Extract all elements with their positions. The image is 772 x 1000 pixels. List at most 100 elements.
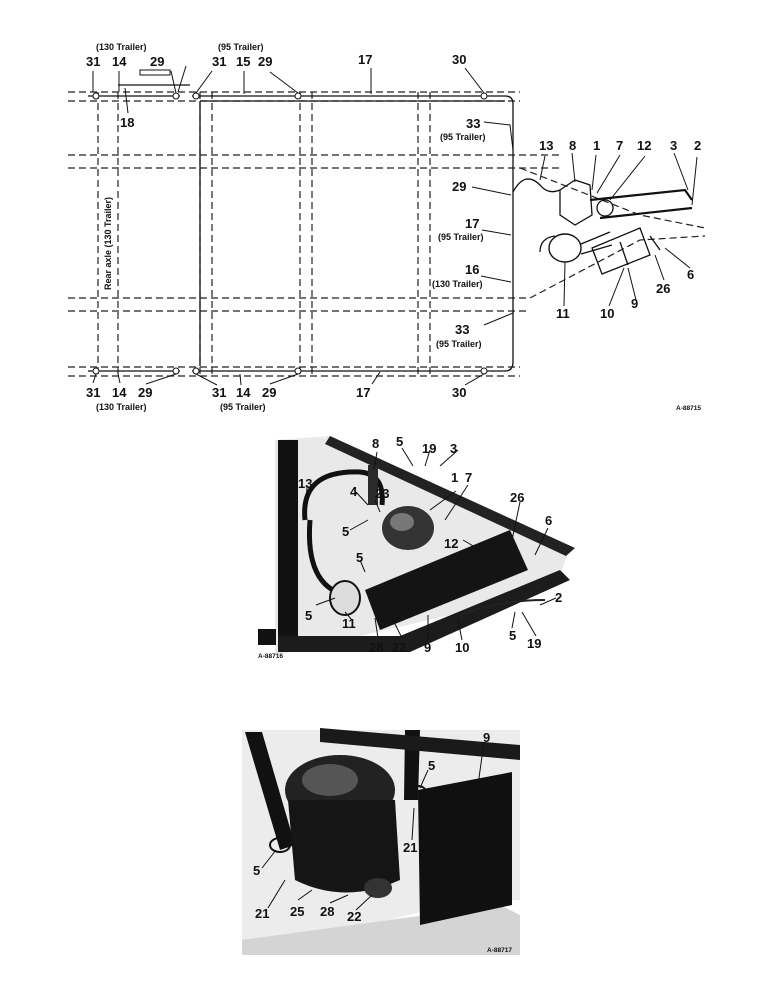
brake-line-inner xyxy=(199,100,505,366)
callout-19: 19 xyxy=(527,636,541,651)
callout-29: 29 xyxy=(138,385,152,400)
callout-5: 5 xyxy=(356,550,363,565)
hose-13 xyxy=(512,178,561,193)
figure-1-frame-plan: (130 Trailer) (95 Trailer) 31 14 29 31 1… xyxy=(68,42,706,412)
callout-12: 12 xyxy=(637,138,651,153)
relay-valve-highlight xyxy=(390,513,414,531)
callout-21: 21 xyxy=(403,840,417,855)
callout-16: 16 xyxy=(465,262,479,277)
callout-15: 15 xyxy=(236,54,250,69)
callout-28: 28 xyxy=(369,640,383,655)
frame-bottom-rail xyxy=(68,366,520,377)
cylinder-9 xyxy=(591,227,651,275)
callout-26: 26 xyxy=(510,490,524,505)
callout-5: 5 xyxy=(253,863,260,878)
item-18-bar xyxy=(139,69,171,76)
figure-2-photo: 8 5 19 3 13 1 7 4 23 5 26 6 12 5 5 11 9 … xyxy=(258,434,575,660)
callout-5: 5 xyxy=(305,608,312,623)
fitting xyxy=(192,92,200,100)
figure-2-leaders xyxy=(305,447,557,641)
callout-7: 7 xyxy=(465,470,472,485)
figure-code: A-88717 xyxy=(487,947,512,954)
bracket-8 xyxy=(368,465,378,505)
clamp-26 xyxy=(649,235,661,251)
callout-30: 30 xyxy=(452,385,466,400)
reservoir-12 xyxy=(596,199,614,217)
callout-29: 29 xyxy=(150,54,164,69)
callout-30: 30 xyxy=(452,52,466,67)
callout-33-sub: (95 Trailer) xyxy=(436,339,482,349)
chamber-lines xyxy=(539,231,613,255)
callout-26: 26 xyxy=(656,281,670,296)
callout-33-sub: (95 Trailer) xyxy=(440,132,486,142)
figure-1-leaders xyxy=(92,65,698,386)
callout-21: 21 xyxy=(255,906,269,921)
photo-corner-block xyxy=(258,629,276,645)
fitting xyxy=(480,367,488,375)
callout-6: 6 xyxy=(545,513,552,528)
callout-5: 5 xyxy=(428,758,435,773)
callout-12: 12 xyxy=(444,536,458,551)
callout-29: 29 xyxy=(262,385,276,400)
frame-vertical-members xyxy=(97,92,431,376)
line-2-photo xyxy=(459,599,546,616)
cylinder-9-photo xyxy=(365,530,528,630)
callout-7: 7 xyxy=(616,138,623,153)
callout-23: 23 xyxy=(375,486,389,501)
brake-line xyxy=(192,95,514,372)
callout-5: 5 xyxy=(509,628,516,643)
callout-29: 29 xyxy=(258,54,272,69)
callout-14: 14 xyxy=(112,385,127,400)
callout-11: 11 xyxy=(342,616,356,631)
hose-left xyxy=(245,732,295,850)
callout-17: 17 xyxy=(465,216,479,231)
axle-label: Rear axle (130 Trailer) xyxy=(103,197,113,290)
fittings xyxy=(92,92,488,375)
fitting-22 xyxy=(364,878,392,898)
callout-4: 4 xyxy=(350,484,358,499)
callout-2: 2 xyxy=(694,138,701,153)
frame-cross-upper xyxy=(68,154,560,169)
brake-chamber-11 xyxy=(548,233,582,263)
callout-3: 3 xyxy=(670,138,677,153)
callout-5: 5 xyxy=(396,434,403,449)
fitting xyxy=(294,92,302,100)
callout-9: 9 xyxy=(424,640,431,655)
callout-17-sub: (95 Trailer) xyxy=(438,232,484,242)
frame-channel-horizontal xyxy=(278,570,570,652)
drawbar xyxy=(519,167,706,299)
callout-95-top: (95 Trailer) xyxy=(218,42,264,52)
cylinder-9-photo xyxy=(418,772,512,925)
figure-3-photo: 9 5 21 5 21 25 28 22 A-88717 xyxy=(242,728,520,955)
callout-11: 11 xyxy=(556,306,570,321)
hose-13-photo xyxy=(302,469,385,521)
callout-31: 31 xyxy=(212,385,226,400)
fitting xyxy=(92,367,100,375)
fitting xyxy=(92,92,100,100)
callout-9: 9 xyxy=(631,296,638,311)
callout-31: 31 xyxy=(86,54,100,69)
callout-130-bottom: (130 Trailer) xyxy=(96,402,147,412)
callout-13: 13 xyxy=(539,138,553,153)
figure-code: A-88716 xyxy=(258,653,283,660)
callout-33: 33 xyxy=(455,322,469,337)
air-line-3 xyxy=(589,188,693,202)
chamber-body xyxy=(288,800,400,893)
callout-22: 22 xyxy=(392,640,406,655)
callout-13: 13 xyxy=(298,476,312,491)
callout-8: 8 xyxy=(569,138,576,153)
callout-6: 6 xyxy=(687,267,694,282)
fitting xyxy=(192,367,200,375)
frame-channel-vertical xyxy=(278,440,298,650)
clamp-5b xyxy=(409,785,427,799)
chamber-highlight xyxy=(302,764,358,796)
callout-18: 18 xyxy=(120,115,134,130)
figure-code: A-88715 xyxy=(676,405,701,412)
air-line-2 xyxy=(599,206,693,220)
callout-28: 28 xyxy=(320,904,334,919)
callout-1: 1 xyxy=(593,138,600,153)
callout-3: 3 xyxy=(450,441,457,456)
callout-1: 1 xyxy=(451,470,458,485)
fitting xyxy=(172,367,180,375)
